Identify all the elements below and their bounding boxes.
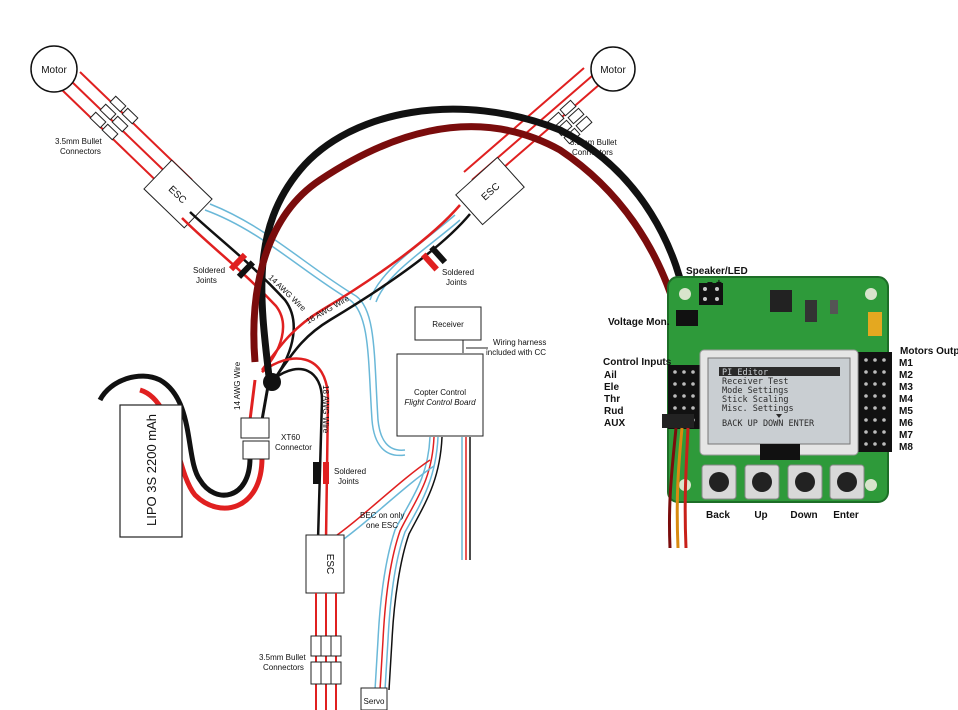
board-buttons <box>701 464 865 500</box>
bullet-connectors-bottom <box>310 635 342 685</box>
flight-controller-title: Copter Control <box>414 388 466 397</box>
joints-label-left-1: Soldered <box>193 266 225 275</box>
enter-button[interactable] <box>829 464 865 500</box>
wire-label-14awg-top: 14 AWG Wire <box>267 273 308 313</box>
output-label-m2: M2 <box>899 370 913 381</box>
button-label-up: Up <box>754 510 767 521</box>
output-label-m6: M6 <box>899 418 913 429</box>
lcd-line-pi-editor: PI Editor <box>722 368 768 378</box>
flight-controller-subtitle: Flight Control Board <box>404 398 476 407</box>
button-label-back: Back <box>706 510 730 521</box>
bec-label-1: BEC on only <box>360 511 404 520</box>
button-label-down: Down <box>790 510 817 521</box>
wire-label-14awg-battery: 14 AWG Wire <box>233 361 242 410</box>
esc-left: ESC <box>143 159 213 229</box>
lcd-softkeys: BACK UP DOWN ENTER <box>722 419 815 429</box>
joints-label-left-2: Joints <box>196 276 217 285</box>
output-label-m1: M1 <box>899 358 913 369</box>
input-label-ail: Ail <box>604 370 617 381</box>
voltage-monitor-label: Voltage Mon. <box>608 317 670 328</box>
esc-bottom-arm: ESC 3.5mm Bullet Connectors <box>259 534 345 710</box>
right-motor-arm: Motor 3.5mm Bullet Connectors ESC <box>455 46 636 226</box>
joints-label-right-2: Joints <box>446 278 467 287</box>
output-label-m7: M7 <box>899 430 913 441</box>
joints-label-center-2: Joints <box>338 477 359 486</box>
esc-right: ESC <box>455 156 525 226</box>
joints-label-center-1: Soldered <box>334 467 366 476</box>
battery-label: LIPO 3S 2200 mAh <box>144 414 159 526</box>
lcd-line-stick-scaling: Stick Scaling <box>722 395 789 405</box>
bullet-label-bottom-2: Connectors <box>263 663 304 672</box>
board-labels: Speaker/LED − + Voltage Mon. Control Inp… <box>603 266 958 521</box>
servo: Servo <box>360 687 388 710</box>
input-label-thr: Thr <box>604 394 620 405</box>
output-label-m5: M5 <box>899 406 913 417</box>
xt60-label-2: Connector <box>275 443 312 452</box>
bullet-label-left-1: 3.5mm Bullet <box>55 137 102 146</box>
down-button[interactable] <box>787 464 823 500</box>
harness-label-1: Wiring harness <box>493 338 546 347</box>
flight-controller: Copter Control Flight Control Board <box>396 353 484 437</box>
motors-output-label: Motors Output <box>900 346 958 357</box>
bullet-connectors-left <box>89 95 139 141</box>
input-label-ele: Ele <box>604 382 619 393</box>
bullet-label-bottom-1: 3.5mm Bullet <box>259 653 306 662</box>
receiver-label: Receiver <box>432 320 464 329</box>
receiver: Receiver <box>414 306 482 353</box>
output-label-m3: M3 <box>899 382 913 393</box>
motor-left <box>30 45 78 93</box>
speaker-minus-sign: − <box>707 278 713 289</box>
solder-joints <box>228 245 448 484</box>
lcd-scroll-arrow-icon <box>776 414 782 418</box>
output-label-m4: M4 <box>899 394 913 405</box>
bullet-label-left-2: Connectors <box>60 147 101 156</box>
xt60-label-1: XT60 <box>281 433 301 442</box>
power-wires <box>97 204 471 541</box>
voltage-monitor-wires <box>250 105 692 391</box>
lcd-line-receiver-test: Receiver Test <box>722 377 789 387</box>
bec-wires <box>329 436 471 691</box>
kk-board: PI Editor Receiver Test Mode Settings St… <box>662 276 892 549</box>
xt60-connector: XT60 Connector <box>240 417 312 460</box>
bullet-label-right-1: 3.5mm Bullet <box>570 138 617 147</box>
wire-label-18awg-down: 18 AWG Wire <box>321 385 330 434</box>
output-headers <box>858 352 892 452</box>
speaker-plus-sign: + <box>716 278 722 289</box>
motor-left-label: Motor <box>41 65 67 76</box>
input-label-rud: Rud <box>604 406 623 417</box>
harness-label-2: included with CC <box>486 348 546 357</box>
esc-bottom-label: ESC <box>324 554 335 575</box>
battery: LIPO 3S 2200 mAh <box>119 404 183 538</box>
lcd-display: PI Editor Receiver Test Mode Settings St… <box>699 349 859 460</box>
speaker-led-label: Speaker/LED <box>686 266 748 277</box>
up-button[interactable] <box>744 464 780 500</box>
servo-label: Servo <box>364 697 385 706</box>
control-inputs-label: Control Inputs <box>603 357 672 368</box>
left-motor-arm: Motor 3.5mm Bullet Connectors ESC <box>30 45 213 229</box>
motor-right <box>590 46 636 92</box>
lcd-line-mode-settings: Mode Settings <box>722 386 789 396</box>
bec-label-2: one ESC <box>366 521 398 530</box>
input-label-aux: AUX <box>604 418 625 429</box>
back-button[interactable] <box>701 464 737 500</box>
button-label-enter: Enter <box>833 510 859 521</box>
lcd-line-misc-settings: Misc. Settings <box>722 404 794 414</box>
joints-label-right-1: Soldered <box>442 268 474 277</box>
output-label-m8: M8 <box>899 442 913 453</box>
motor-right-label: Motor <box>600 65 626 76</box>
